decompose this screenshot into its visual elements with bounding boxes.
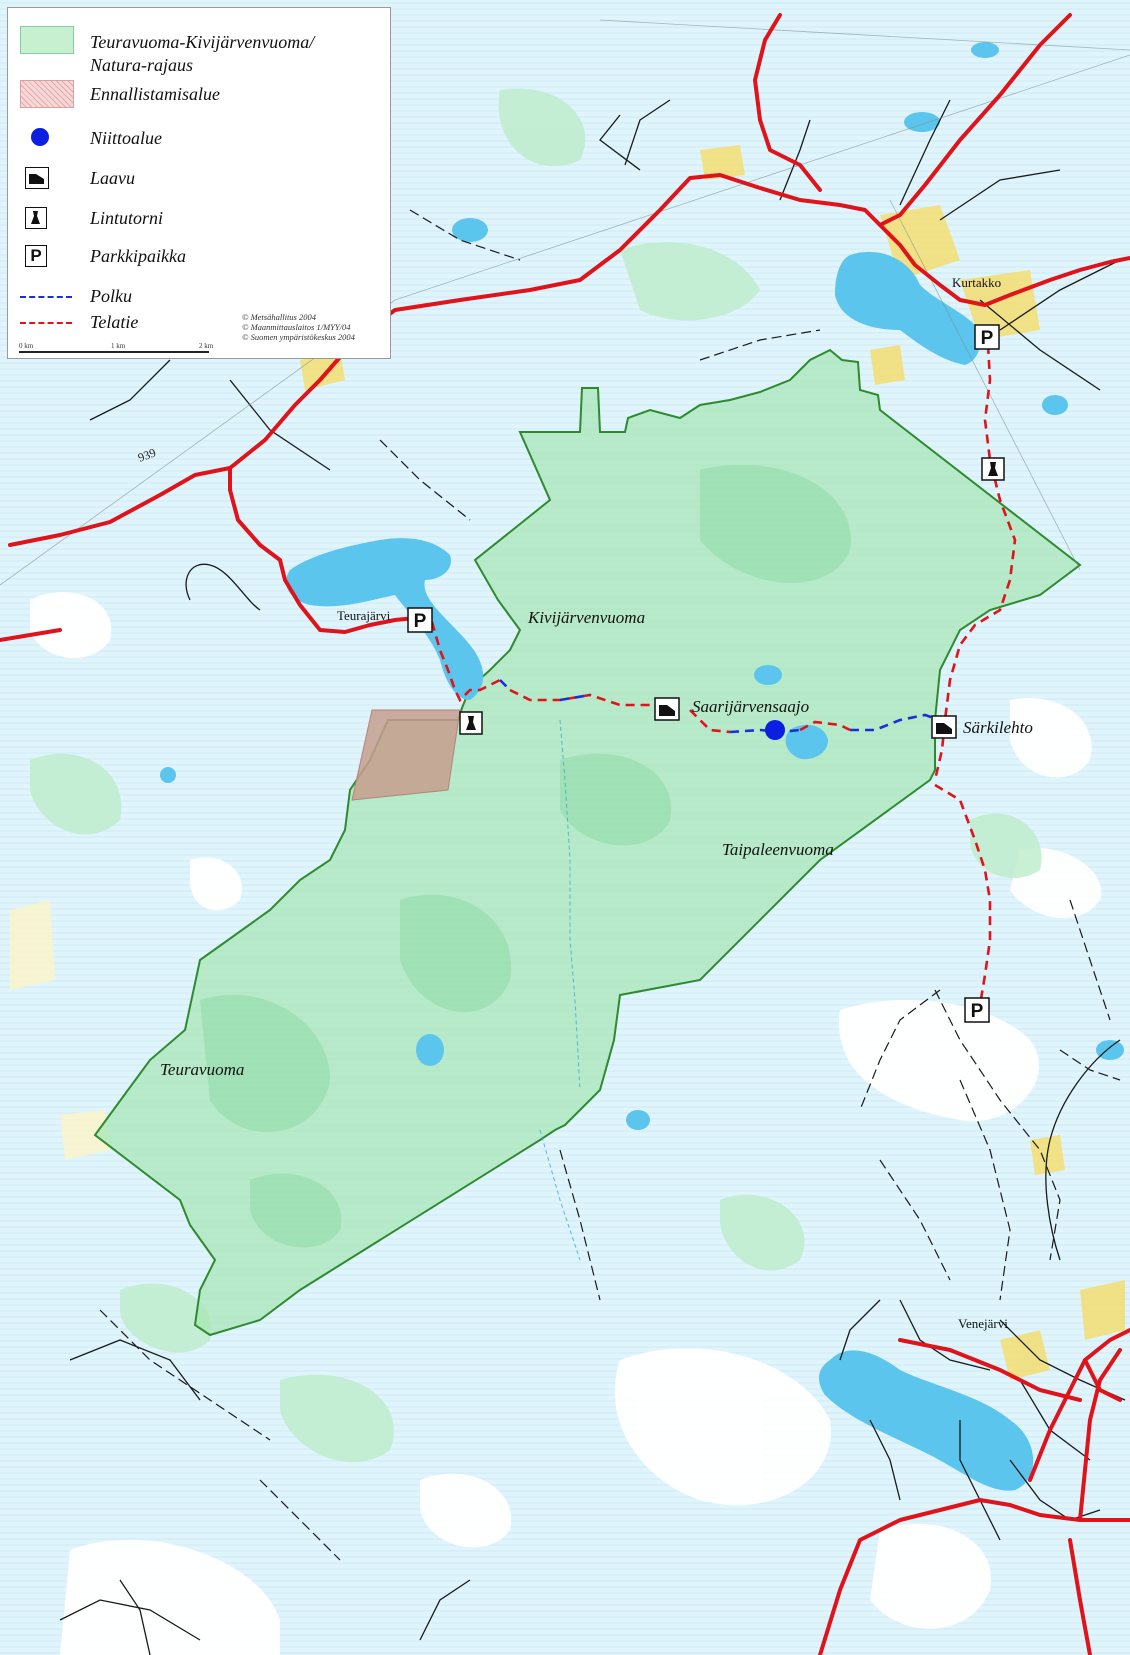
mowing-dot-icon [31, 128, 49, 146]
legend-label-boardwalk: Telatie [90, 312, 139, 332]
lake-venejarvi [818, 1350, 1034, 1491]
parking-icon[interactable]: P [407, 607, 433, 633]
forest-patches [30, 88, 1042, 1463]
minor-roads [59, 99, 1126, 1655]
label-saarijarvensaajo: Saarijärvensaajo [692, 697, 810, 716]
road-venejarvi-s [1068, 1538, 1092, 1655]
bird-tower-legend-icon [25, 207, 47, 229]
road-venejarvi-ne [1028, 1328, 1130, 1482]
shelter-icon[interactable] [931, 715, 957, 739]
mowing-area-marker[interactable] [765, 720, 785, 740]
road-teurajarvi [228, 466, 417, 634]
legend-row-shelter: Laavu [8, 158, 392, 192]
credit-line: © Suomen ympäristökeskus 2004 [242, 332, 355, 342]
scale-label-1: 1 km [111, 342, 126, 350]
natura-swatch [20, 26, 74, 54]
path-route [499, 679, 941, 734]
legend-row-path: Polku [8, 282, 392, 316]
path-line-icon [20, 296, 72, 298]
restoration-area[interactable] [351, 709, 461, 801]
svg-text:P: P [981, 328, 994, 349]
label-venejarvi: Venejärvi [958, 1316, 1008, 1331]
road-venejarvi-n [1078, 1348, 1122, 1522]
natura-texture [200, 464, 851, 1248]
shelter-icon[interactable] [654, 697, 680, 721]
credit-line: © Metsähallitus 2004 [242, 312, 316, 322]
lake-kurtakko [835, 251, 981, 365]
legend-label-natura: Teuravuoma-Kivijärvenvuoma/ [90, 32, 315, 52]
bird-tower-icon[interactable] [981, 457, 1005, 481]
fields [10, 145, 1125, 1380]
scale-label-0: 0 km [19, 342, 34, 350]
boardwalk-line-icon [20, 322, 72, 324]
scale-label-2: 2 km [199, 342, 214, 350]
legend-label-shelter: Laavu [90, 168, 135, 188]
parking-icon[interactable]: P [974, 324, 1000, 350]
legend-row-mowing: Niittoalue [8, 118, 392, 152]
legend-label-parking: Parkkipaikka [90, 246, 186, 266]
legend-label-restoration: Ennallistamisalue [90, 84, 220, 104]
label-kivijarvenvuoma: Kivijärvenvuoma [528, 608, 646, 627]
label-taipaleenvuoma: Taipaleenvuoma [722, 840, 834, 859]
main-roads [0, 13, 1130, 1655]
road-north [878, 13, 1072, 227]
scale-bar-line [19, 351, 209, 353]
map-credits: © Metsähallitus 2004 © Maanmittauslaitos… [242, 312, 355, 342]
svg-text:P: P [414, 611, 427, 632]
label-teurajarvi: Teurajärvi [337, 608, 391, 623]
parking-icon[interactable]: P [964, 997, 990, 1023]
parking-legend-icon: P [25, 245, 47, 267]
label-kurtakko: Kurtakko [952, 275, 1002, 290]
lakes [160, 42, 1124, 1491]
legend-label-tower: Lintutorni [90, 208, 164, 228]
lake-saarijarvi [785, 724, 828, 760]
bird-tower-icon[interactable] [459, 711, 483, 735]
label-sarkilehto: Särkilehto [963, 718, 1033, 737]
lake-teurajarvi [286, 538, 484, 700]
legend-label-path: Polku [90, 286, 132, 306]
road-venejarvi [818, 1498, 1130, 1655]
road-939 [8, 173, 1130, 547]
shelter-legend-icon [25, 167, 49, 189]
forest-tracks [99, 209, 1121, 1561]
legend-row-boardwalk: Telatie [8, 308, 392, 342]
svg-text:P: P [971, 1001, 984, 1022]
credit-line: © Maanmittauslaitos 1/MYY/04 [242, 322, 351, 332]
legend-row-natura: Teuravuoma-Kivijärvenvuoma/ Natura-rajau… [8, 22, 392, 75]
streams [539, 719, 581, 1261]
legend-row-restoration: Ennallistamisalue [8, 72, 392, 108]
map-legend: Teuravuoma-Kivijärvenvuoma/ Natura-rajau… [7, 7, 391, 359]
scale-bar: 0 km 1 km 2 km [19, 342, 219, 356]
legend-label-natura-2: Natura-rajaus [90, 55, 194, 75]
label-teuravuoma: Teuravuoma [160, 1060, 245, 1079]
legend-label-mowing: Niittoalue [90, 128, 162, 148]
legend-row-tower: Lintutorni [8, 198, 392, 232]
road-west [0, 628, 62, 642]
road-north2 [753, 13, 822, 192]
legend-row-parking: P Parkkipaikka [8, 236, 392, 270]
restoration-swatch [20, 80, 74, 108]
